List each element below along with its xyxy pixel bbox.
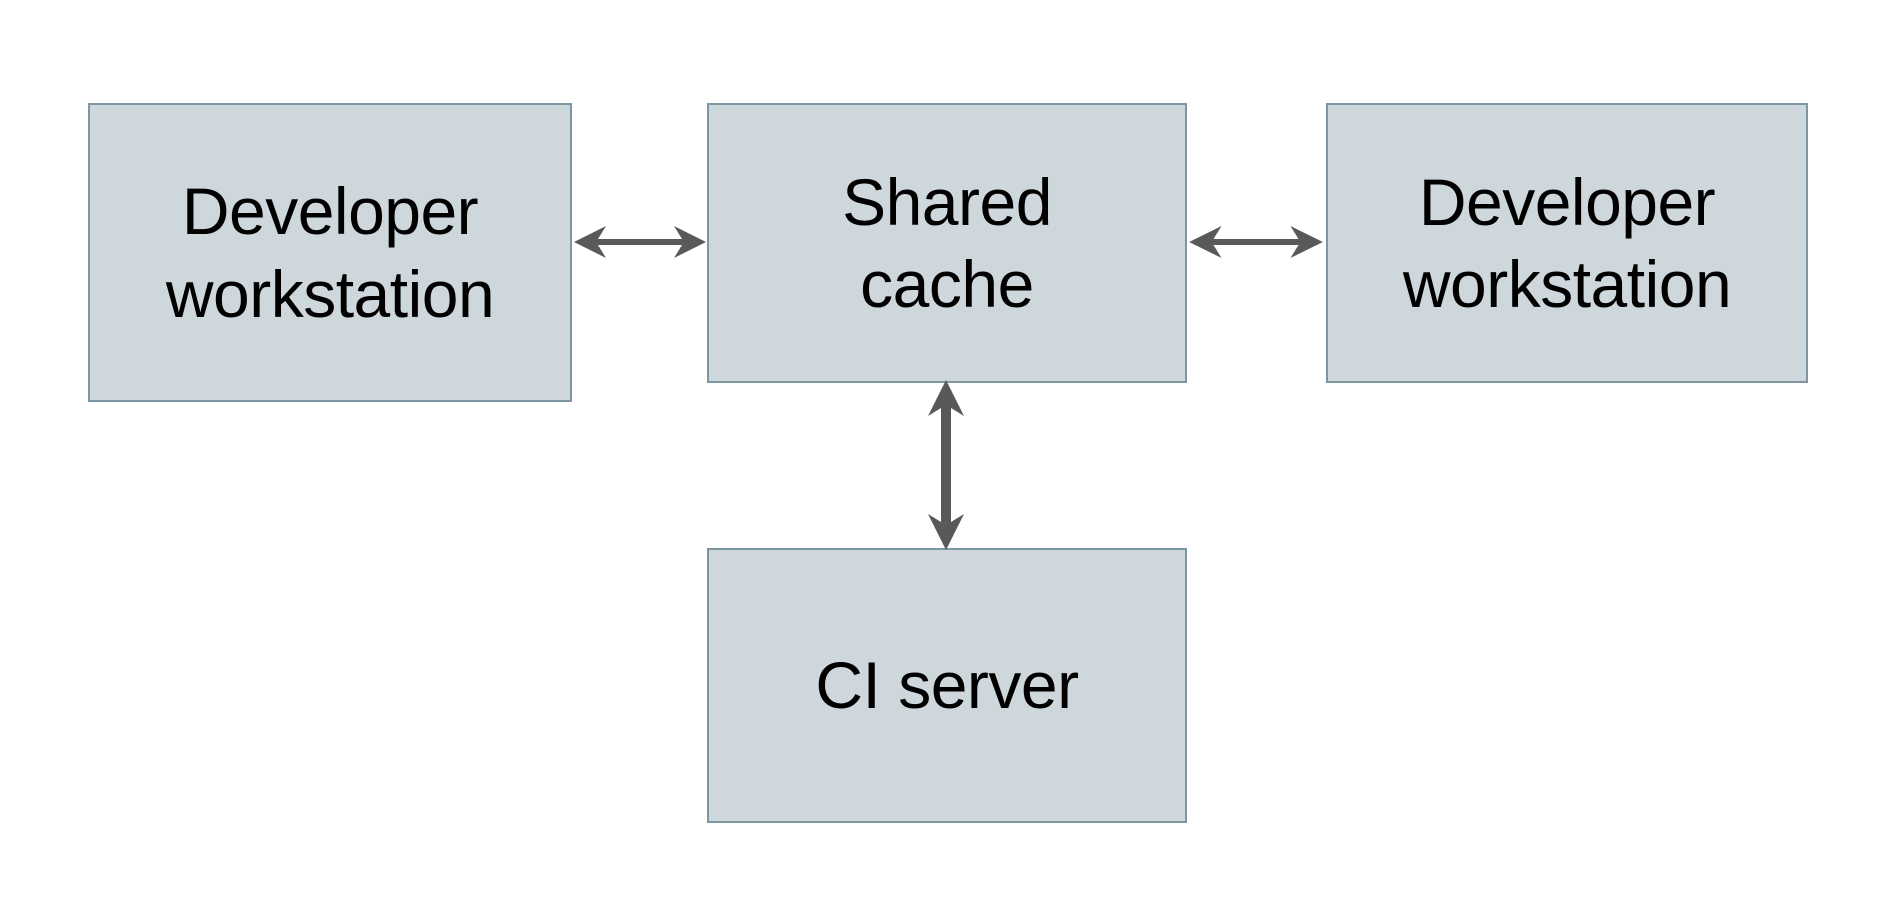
node-ci-server[interactable]: CI server [707,548,1187,823]
bidirectional-arrow-icon [574,226,706,258]
edge-shared-cache-to-ci-server [910,372,982,558]
node-label: CI server [815,648,1079,723]
bidirectional-arrow-icon [1189,226,1323,258]
node-label: Shared cache [842,164,1052,322]
node-developer-workstation-right[interactable]: Developer workstation [1326,103,1808,383]
node-label: Developer workstation [1402,164,1732,322]
edge-developer-left-to-shared-cache [560,206,720,278]
edge-shared-cache-to-developer-right [1175,206,1337,278]
node-shared-cache[interactable]: Shared cache [707,103,1187,383]
node-label: Developer workstation [165,174,495,331]
bidirectional-arrow-icon [928,380,964,550]
node-developer-workstation-left[interactable]: Developer workstation [88,103,572,402]
